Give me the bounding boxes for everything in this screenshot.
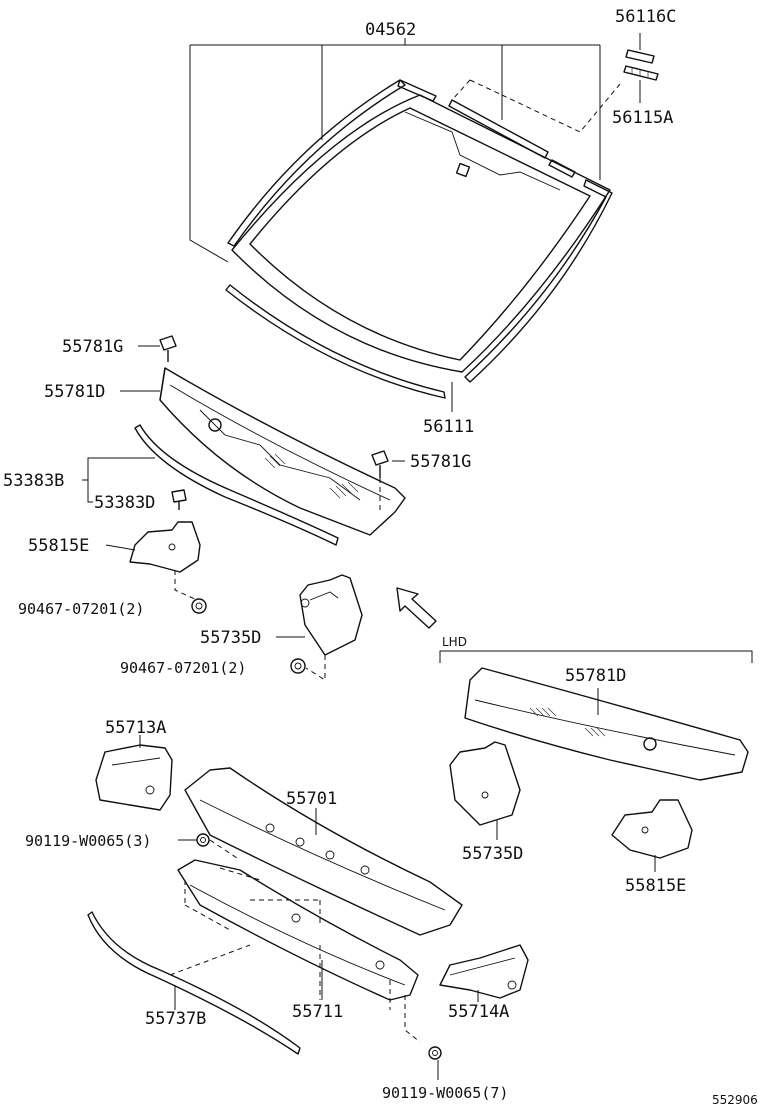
label-56116c: 56116C — [615, 7, 676, 27]
side-bracket-55713a — [95, 744, 173, 811]
bracket-55735d-lhd — [449, 741, 521, 826]
label-lhd: LHD — [442, 635, 467, 649]
side-bracket-55714a — [439, 944, 529, 999]
label-55781d-lhd: 55781D — [565, 666, 626, 686]
bolt-90467-a — [191, 598, 207, 614]
bracket-55735d-left — [299, 574, 363, 656]
label-55701: 55701 — [286, 789, 337, 809]
label-90119-a: 90119-W0065(3) — [25, 832, 151, 850]
label-90467-b: 90467-07201(2) — [120, 659, 246, 677]
weatherstrip-55737b — [87, 911, 301, 1055]
bracket-55815e-lhd — [611, 799, 693, 859]
bolt-90119-b — [428, 1046, 442, 1060]
label-55735d-lhd: 55735D — [462, 844, 523, 864]
cowl-seal-53383b — [134, 424, 339, 546]
label-90467-a: 90467-07201(2) — [18, 600, 144, 618]
clip-56116c — [625, 49, 655, 64]
label-55781g-right: 55781G — [410, 452, 471, 472]
label-55711: 55711 — [292, 1002, 343, 1022]
label-53383b: 53383B — [3, 471, 64, 491]
label-90119-b: 90119-W0065(7) — [382, 1084, 508, 1102]
label-56111: 56111 — [423, 417, 474, 437]
cowl-top-panel-lhd — [464, 667, 749, 781]
cowl-panel-55701 — [184, 767, 463, 936]
cowl-top-panel-upper — [159, 367, 406, 536]
label-04562: 04562 — [365, 20, 416, 40]
direction-arrow-icon — [396, 587, 437, 629]
label-55735d-left: 55735D — [200, 628, 261, 648]
bolt-90119-a — [196, 833, 210, 847]
label-53383d: 53383D — [94, 493, 155, 513]
label-55815e-left: 55815E — [28, 536, 89, 556]
clip-55781g-right — [371, 450, 389, 478]
label-55713a: 55713A — [105, 718, 166, 738]
diagram-code: 552906 — [712, 1093, 758, 1107]
bracket-55815e-left — [129, 521, 201, 573]
label-55714a: 55714A — [448, 1002, 509, 1022]
windshield-moldings — [225, 79, 613, 399]
clip-55781g-top — [159, 335, 177, 362]
label-55815e-lhd: 55815E — [625, 876, 686, 896]
cowl-panel-55711 — [177, 859, 419, 1001]
bolt-90467-b — [290, 658, 306, 674]
clip-53383d — [171, 489, 187, 510]
label-56115a: 56115A — [612, 108, 673, 128]
windshield-glass — [231, 94, 611, 373]
label-55781d-top: 55781D — [44, 382, 105, 402]
clip-56115a — [623, 65, 659, 81]
label-55737b: 55737B — [145, 1009, 206, 1029]
label-55781g-top: 55781G — [62, 337, 123, 357]
